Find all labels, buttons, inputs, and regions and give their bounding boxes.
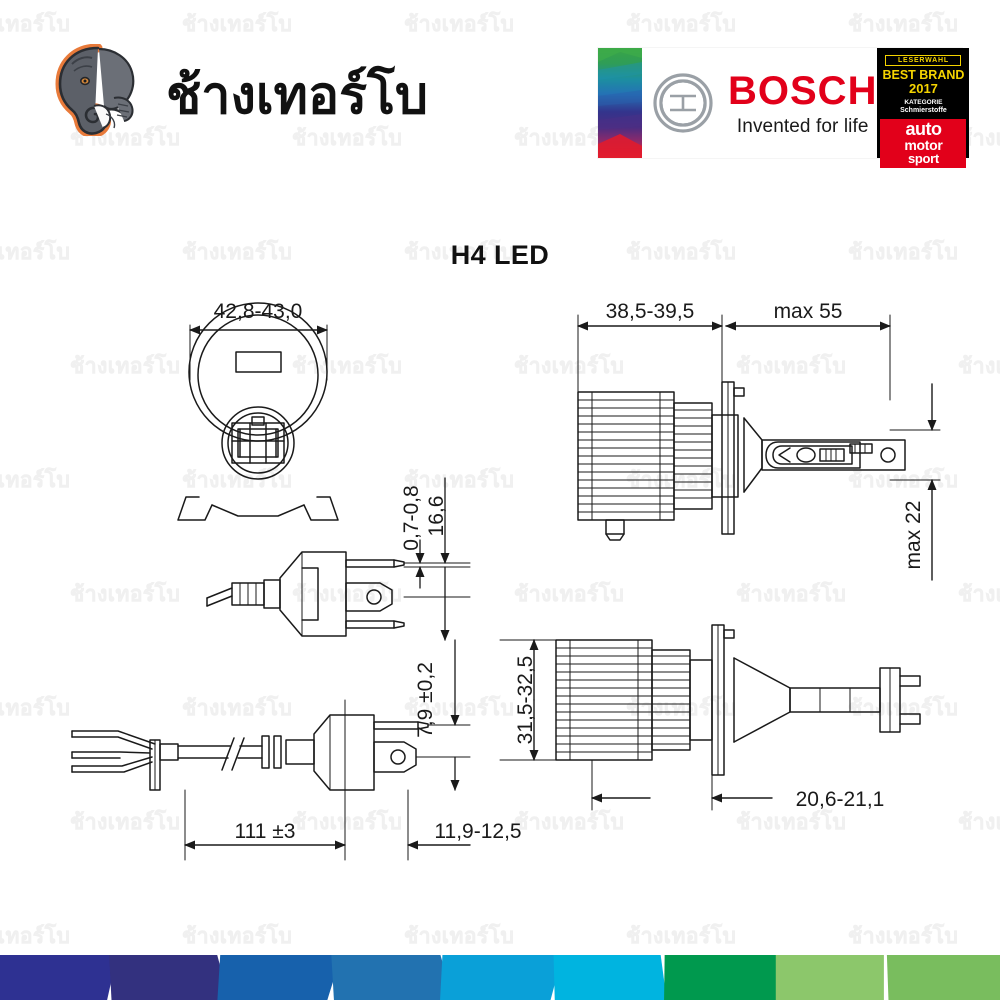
award-year: 2017 xyxy=(908,81,938,97)
shop-logo[interactable]: ช้างเทอร์โบ xyxy=(52,44,428,136)
dim-max-55: max 55 xyxy=(774,300,843,323)
view-front-base xyxy=(177,302,339,521)
award-magazine: auto motor sport xyxy=(880,119,967,169)
view-bottom-side-bulb xyxy=(499,624,921,811)
view-side-bulb xyxy=(577,314,941,581)
color-bar-segment xyxy=(664,955,787,1000)
award-kategorie-value: Schmierstoffe xyxy=(900,106,947,114)
dim-flange-length: 20,6-21,1 xyxy=(796,788,885,811)
color-bar-segment xyxy=(775,955,884,1000)
color-bar-segment xyxy=(217,955,342,1000)
bosch-logo-card[interactable]: BOSCH Invented for life LESERWAHL BEST B… xyxy=(598,48,970,169)
award-magazine-sport: sport xyxy=(907,151,939,167)
dim-base-width: 42,8-43,0 xyxy=(214,300,303,323)
award-magazine-motor: motor xyxy=(904,137,943,154)
award-leserwahl: LESERWAHL xyxy=(885,55,962,66)
color-bar-segment xyxy=(331,955,454,1000)
bosch-name: BOSCH xyxy=(728,68,878,113)
color-bar-segment xyxy=(0,955,118,1000)
dim-blade-thickness: 0,7-0,8 xyxy=(400,485,423,550)
dim-fin-height: 31,5-32,5 xyxy=(514,656,537,745)
award-kategorie-label: KATEGORIE xyxy=(904,98,943,106)
dim-max-22: max 22 xyxy=(902,501,925,570)
bottom-color-bar xyxy=(0,955,1000,1000)
bosch-tagline: Invented for life xyxy=(736,115,869,137)
page-title: H4 LED xyxy=(450,240,550,270)
shop-brand-text: ช้างเทอร์โบ xyxy=(166,66,429,126)
color-bar-segment xyxy=(440,955,563,1000)
color-bar-segment xyxy=(553,955,667,1000)
view-connector-detail xyxy=(206,477,471,641)
bosch-armature-icon xyxy=(653,73,713,133)
color-bar-segment xyxy=(109,955,230,1000)
elephant-head-icon xyxy=(55,44,135,136)
dim-body-length: 38,5-39,5 xyxy=(606,300,695,323)
color-bar-segment xyxy=(886,955,1000,1000)
award-best-brand: BEST BRAND xyxy=(882,68,965,82)
award-badge: LESERWAHL BEST BRAND 2017 KATEGORIE Schm… xyxy=(877,48,970,169)
bosch-wordmark-group: BOSCH Invented for life xyxy=(642,48,877,158)
dim-16-6: 16,6 xyxy=(425,496,448,537)
dim-cable-length: 111 ±3 xyxy=(235,820,296,843)
page-header: ช้างเทอร์โบ xyxy=(0,0,1000,190)
bosch-supergraphic xyxy=(598,48,642,158)
award-magazine-auto: auto xyxy=(905,119,942,140)
dim-7-9: 7,9 ±0,2 xyxy=(414,662,437,738)
view-cable-assembly xyxy=(71,639,471,861)
dim-connector-width: 11,9-12,5 xyxy=(434,820,521,843)
